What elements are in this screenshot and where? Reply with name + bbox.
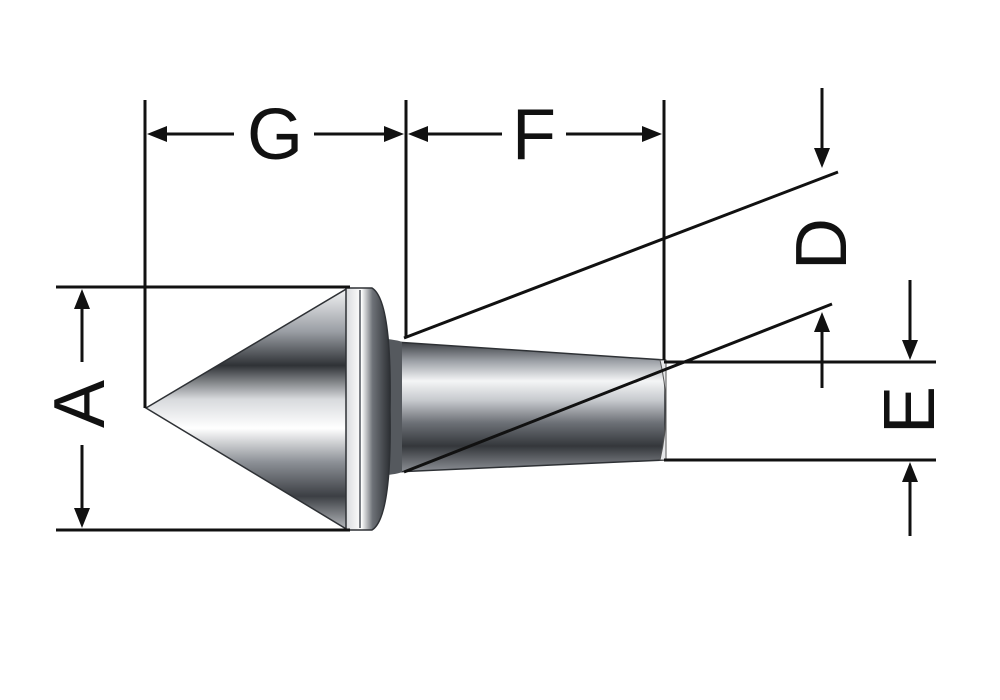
d-label: D (782, 218, 862, 270)
shank-end-face (659, 359, 667, 461)
g-left-arrow (147, 126, 167, 142)
dimension-e: E (664, 280, 950, 536)
g-label: G (247, 95, 303, 175)
dimension-g: G (143, 95, 404, 408)
e-up-arrow (902, 462, 918, 482)
a-label: A (40, 380, 120, 428)
f-left-arrow (408, 126, 428, 142)
f-label: F (512, 95, 556, 175)
collar-ring (345, 287, 391, 531)
dimension-d: D (403, 88, 862, 474)
f-right-arrow (642, 126, 662, 142)
d-lower-taper-line (403, 302, 833, 474)
e-down-arrow (902, 340, 918, 360)
dimension-a: A (40, 285, 350, 532)
taper-shank (394, 341, 666, 473)
e-label: E (870, 386, 950, 434)
d-up-arrow (814, 312, 830, 332)
d-down-arrow (814, 148, 830, 168)
g-right-arrow (384, 126, 404, 142)
a-down-arrow (74, 508, 90, 528)
a-up-arrow (74, 289, 90, 309)
d-upper-taper-line (403, 170, 839, 340)
live-center-part (144, 286, 667, 532)
dimension-f: F (404, 95, 666, 360)
cone-point (144, 286, 349, 532)
